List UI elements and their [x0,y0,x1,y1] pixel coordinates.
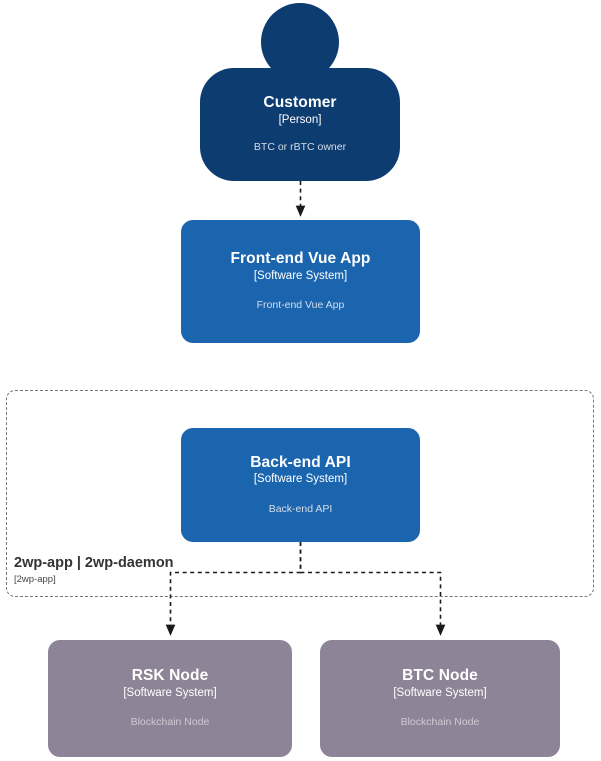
node-btc-title: BTC Node [402,667,478,685]
node-backend-api[interactable]: Back-end API [Software System] Back-end … [181,428,420,542]
node-frontend-type: [Software System] [253,269,348,282]
node-rsk-description: Blockchain Node [130,716,210,729]
node-frontend-vue-app[interactable]: Front-end Vue App [Software System] Fron… [181,220,420,343]
boundary-label-group: 2wp-app | 2wp-daemon [2wp-app] [14,555,174,586]
node-customer-title: Customer [263,94,337,112]
node-backend-title: Back-end API [250,453,351,471]
node-btc-type: [Software System] [393,686,487,699]
node-backend-description: Back-end API [268,502,333,515]
node-frontend-title: Front-end Vue App [230,250,371,268]
node-rsk-title: RSK Node [131,667,209,685]
node-customer-type: [Person] [278,113,322,126]
node-frontend-description: Front-end Vue App [256,299,345,312]
node-backend-type: [Software System] [253,473,348,486]
node-btc-node[interactable]: BTC Node [Software System] Blockchain No… [320,640,560,757]
boundary-title: 2wp-app | 2wp-daemon [14,555,174,571]
node-btc-description: Blockchain Node [400,716,480,729]
boundary-type: [2wp-app] [14,574,56,586]
node-rsk-node[interactable]: RSK Node [Software System] Blockchain No… [48,640,292,757]
node-rsk-type: [Software System] [123,686,217,699]
person-body-shape [200,68,400,181]
node-customer[interactable]: Customer [Person] BTC or rBTC owner [200,3,400,181]
node-customer-description: BTC or rBTC owner [253,141,347,154]
node-customer-text: Customer [Person] BTC or rBTC owner [200,68,400,181]
